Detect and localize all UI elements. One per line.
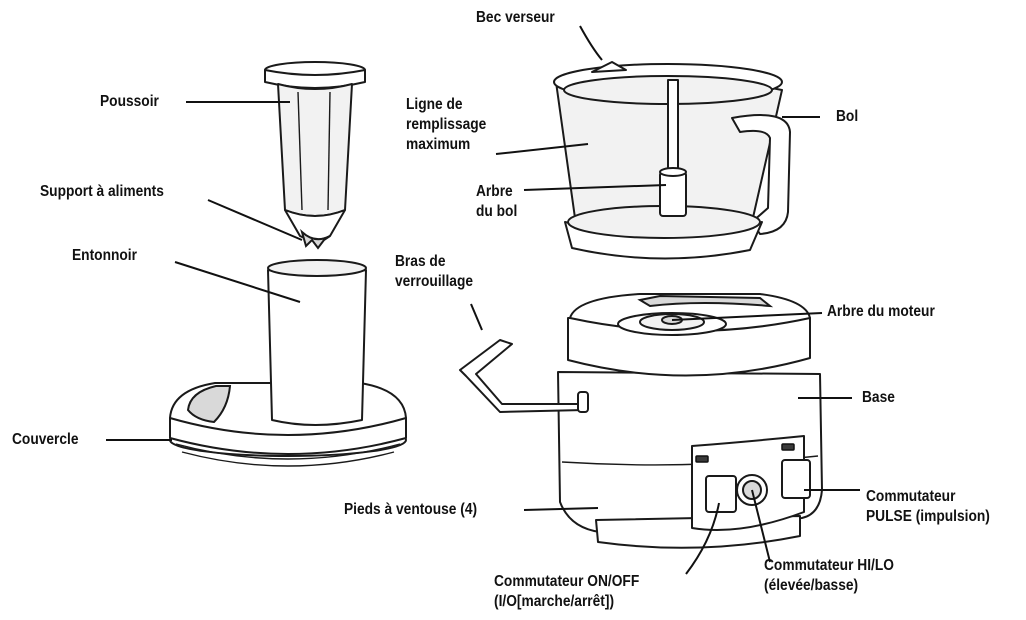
leader-entonnoir [174, 261, 301, 303]
label-ligne-remplissage-line-3: maximum [406, 136, 471, 153]
leader-arbre-bol [523, 184, 667, 191]
label-bras-verrouillage: Bras de verrouillage [395, 252, 473, 292]
label-commutateur-hilo: Commutateur HI/LO (élevée/basse) [764, 556, 894, 596]
label-commutateur-pulse-line-1: Commutateur [866, 488, 956, 505]
label-bras-verrouillage-line-2: verrouillage [395, 273, 474, 290]
label-arbre-bol-line-1: Arbre [476, 183, 513, 200]
label-commutateur-onoff-line-1: Commutateur ON/OFF [494, 573, 640, 590]
leader-commutateur-onoff [685, 502, 720, 575]
leader-pieds-ventouse [523, 507, 599, 511]
label-ligne-remplissage-line-2: remplissage [406, 116, 487, 133]
leader-arbre-moteur [671, 312, 823, 321]
label-commutateur-hilo-line-2: (élevée/basse) [764, 577, 859, 594]
label-arbre-bol-line-2: du bol [476, 203, 518, 220]
leader-bec-verseur [579, 25, 603, 61]
label-commutateur-onoff-line-2: (I/O[marche/arrêt]) [494, 593, 615, 610]
label-commutateur-pulse: Commutateur PULSE (impulsion) [866, 487, 990, 527]
label-couvercle: Couvercle [12, 431, 79, 448]
label-ligne-remplissage-line-1: Ligne de [406, 96, 463, 113]
label-arbre-bol: Arbre du bol [476, 182, 517, 222]
label-arbre-moteur: Arbre du moteur [827, 303, 935, 320]
leader-lines [106, 25, 860, 575]
feed-tube-and-lid-illustration [169, 259, 407, 467]
motor-base-illustration [459, 293, 823, 549]
label-ligne-remplissage: Ligne de remplissage maximum [406, 95, 486, 155]
label-commutateur-onoff: Commutateur ON/OFF (I/O[marche/arrêt]) [494, 572, 639, 612]
leader-ligne-remplissage [495, 143, 589, 155]
label-bras-verrouillage-line-1: Bras de [395, 253, 446, 270]
label-bol: Bol [836, 108, 859, 125]
leader-support-aliments [207, 199, 303, 241]
bowl-illustration [553, 61, 791, 260]
label-poussoir: Poussoir [100, 93, 159, 110]
label-pieds-ventouse: Pieds à ventouse (4) [344, 501, 478, 518]
label-commutateur-hilo-line-1: Commutateur HI/LO [764, 557, 894, 574]
leader-commutateur-hilo [751, 489, 771, 563]
label-bec-verseur: Bec verseur [476, 9, 555, 26]
pusher-illustration [264, 61, 366, 250]
label-support-aliments: Support à aliments [40, 183, 164, 200]
label-commutateur-pulse-line-2: PULSE (impulsion) [866, 508, 990, 525]
leader-bras-verrouillage [470, 303, 483, 331]
label-base: Base [862, 389, 895, 406]
label-entonnoir: Entonnoir [72, 247, 137, 264]
